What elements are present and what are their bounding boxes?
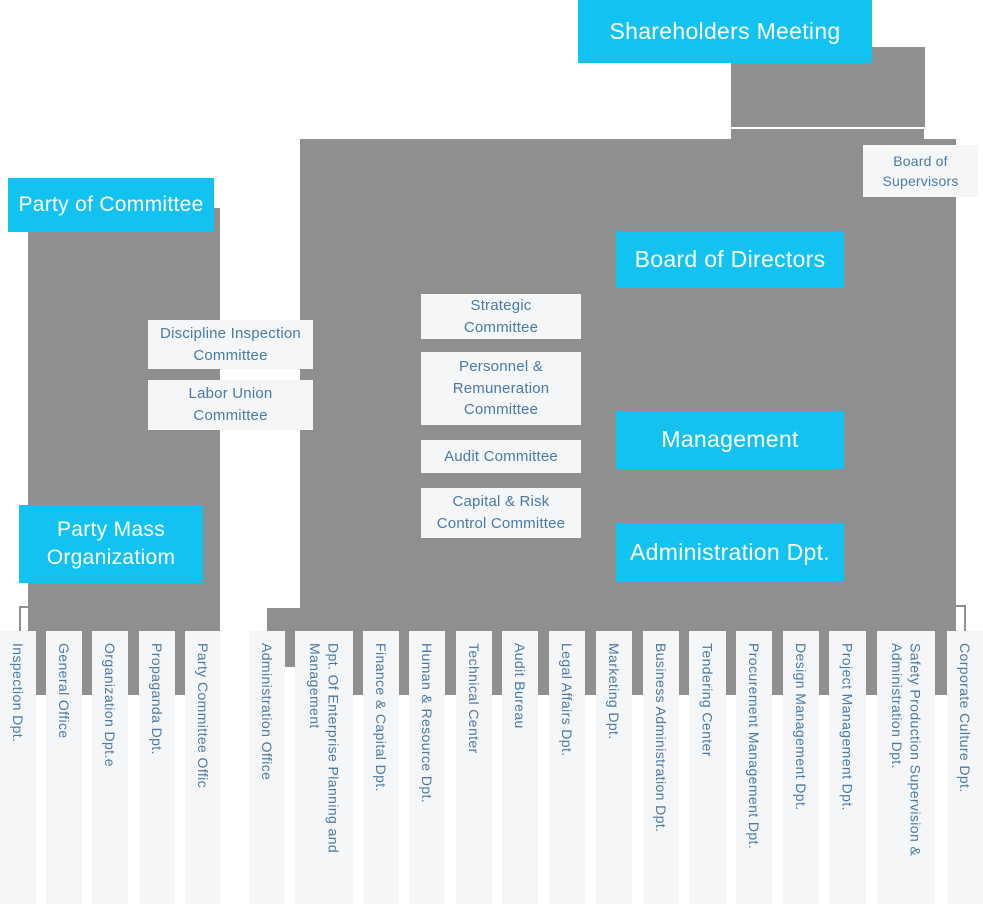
node-party-of-committee: Party of Committee	[8, 178, 214, 232]
node-party-mass-organization: Party Mass Organizatiom	[19, 505, 203, 583]
card-labor-union-committee-label: Labor Union Committee	[188, 385, 273, 424]
node-shareholders-meeting: Shareholders Meeting	[578, 0, 872, 63]
dept-corporate-culture: Corporate Culture Dpt.	[947, 631, 983, 904]
dept-technical-center-label: Technical Center	[466, 643, 483, 754]
node-management: Management	[616, 411, 844, 469]
left-connector-line-vertical	[19, 606, 21, 631]
dept-audit-bureau: Audit Bureau	[502, 631, 538, 904]
dept-technical-center: Technical Center	[456, 631, 492, 904]
dept-corporate-culture-label: Corporate Culture Dpt.	[957, 643, 974, 793]
dept-finance-capital-label: Finance & Capital Dpt.	[373, 643, 390, 792]
dept-procurement-management: Procurement Management Dpt.	[736, 631, 772, 904]
dept-business-administration-label: Business Administration Dpt.	[653, 643, 670, 833]
dept-legal-affairs: Legal Affairs Dpt.	[549, 631, 585, 904]
card-audit-committee-label: Audit Committee	[444, 447, 558, 465]
card-personnel-remuneration-committee: Personnel & Remuneration Committee	[421, 352, 581, 425]
dept-safety-production-label: Safety Production Supervision & Administ…	[889, 643, 924, 857]
node-board-of-directors: Board of Directors	[616, 231, 844, 288]
card-strategic-committee: Strategic Committee	[421, 294, 581, 339]
card-capital-risk-control-committee: Capital & Risk Control Committee	[421, 488, 581, 538]
dept-propaganda: Propaganda Dpt.	[139, 631, 175, 904]
card-capital-risk-control-committee-label: Capital & Risk Control Committee	[436, 493, 566, 532]
dept-general-office: General Office	[46, 631, 82, 904]
dept-inspection: Inspection Dpt.	[0, 631, 36, 904]
card-strategic-committee-label: Strategic Committee	[463, 296, 539, 336]
shareholders-connector-lower	[731, 129, 924, 139]
node-administration-dpt: Administration Dpt.	[616, 523, 844, 582]
card-discipline-inspection-committee-label: Discipline Inspection Committee	[160, 324, 301, 364]
dept-general-office-label: General Office	[56, 643, 73, 739]
card-labor-union-committee: Labor Union Committee	[148, 380, 313, 430]
dept-procurement-management-label: Procurement Management Dpt.	[746, 643, 763, 850]
dept-marketing: Marketing Dpt.	[596, 631, 632, 904]
node-party-of-committee-label: Party of Committee	[18, 192, 204, 216]
node-board-of-directors-label: Board of Directors	[634, 245, 826, 272]
dept-human-resource: Human & Resource Dpt.	[409, 631, 445, 904]
dept-marketing-label: Marketing Dpt.	[606, 643, 623, 740]
left-connector-line-horizontal	[19, 606, 29, 608]
node-administration-dpt-label: Administration Dpt.	[630, 538, 830, 565]
dept-party-committee-office: Party Committee Offic	[185, 631, 221, 904]
dept-legal-affairs-label: Legal Affairs Dpt.	[559, 643, 576, 757]
node-management-label: Management	[661, 426, 799, 453]
right-connector-line-horizontal	[956, 605, 966, 607]
dept-safety-production: Safety Production Supervision & Administ…	[877, 631, 935, 904]
dept-project-management-label: Project Management Dpt.	[839, 643, 856, 811]
card-audit-committee: Audit Committee	[421, 440, 581, 473]
right-connector-line-vertical	[964, 605, 966, 631]
node-shareholders-meeting-label: Shareholders Meeting	[609, 17, 841, 44]
dept-organization-label: Organization Dpt.e	[102, 643, 119, 767]
dept-party-committee-office-label: Party Committee Offic	[195, 643, 212, 789]
dept-project-management: Project Management Dpt.	[829, 631, 866, 904]
dept-administration-office-label: Administration Office	[259, 643, 276, 781]
party-branch-block	[28, 208, 220, 695]
dept-tendering-center-label: Tendering Center	[699, 643, 716, 757]
dept-propaganda-label: Propaganda Dpt.	[149, 643, 166, 755]
dept-administration-office: Administration Office	[249, 631, 285, 904]
dept-tendering-center: Tendering Center	[689, 631, 726, 904]
card-personnel-remuneration-committee-label: Personnel & Remuneration Committee	[452, 357, 550, 419]
dept-design-management: Design Management Dpt.	[783, 631, 819, 904]
dept-human-resource-label: Human & Resource Dpt.	[419, 643, 436, 804]
card-board-of-supervisors: Board of Supervisors	[863, 145, 978, 197]
dept-enterprise-planning: Dpt. Of Enterprise Planning and Manageme…	[295, 631, 353, 904]
dept-business-administration: Business Administration Dpt.	[643, 631, 679, 904]
dept-audit-bureau-label: Audit Bureau	[512, 643, 529, 729]
card-board-of-supervisors-label: Board of Supervisors	[882, 152, 959, 189]
card-discipline-inspection-committee: Discipline Inspection Committee	[148, 320, 313, 369]
dept-enterprise-planning-label: Dpt. Of Enterprise Planning and Manageme…	[307, 643, 342, 854]
dept-organization: Organization Dpt.e	[92, 631, 128, 904]
dept-inspection-label: Inspection Dpt.	[10, 643, 27, 743]
dept-finance-capital: Finance & Capital Dpt.	[363, 631, 399, 904]
node-party-mass-organization-label: Party Mass Organizatiom	[46, 517, 176, 569]
dept-design-management-label: Design Management Dpt.	[793, 643, 810, 811]
